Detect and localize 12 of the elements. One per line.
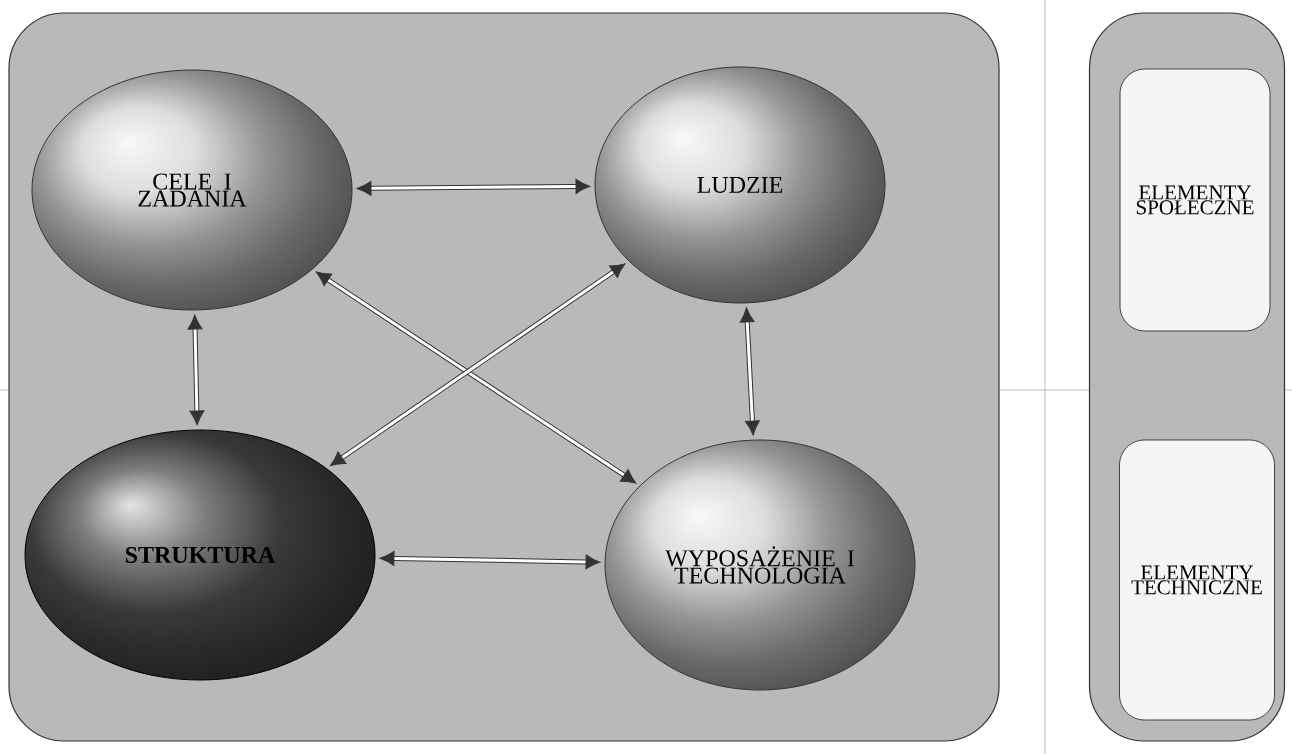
double-arrow — [330, 263, 626, 467]
ellipse-node: STRUKTURA — [24, 429, 376, 681]
double-arrow — [187, 314, 205, 426]
rounded-box: ELEMENTY SPOŁECZNE — [1119, 68, 1271, 332]
rounded-box: ELEMENTY TECHNICZNE — [1119, 439, 1275, 721]
ellipse-node: LUDZIE — [594, 66, 886, 304]
double-arrow — [315, 271, 637, 484]
ellipse-node: WYPOSAŻENIE I TECHNOLOGIA — [604, 439, 916, 691]
double-arrow — [379, 551, 601, 570]
ellipse-node: CELE I ZADANIA — [31, 69, 353, 311]
double-arrow — [739, 307, 760, 436]
double-arrow — [356, 179, 591, 196]
